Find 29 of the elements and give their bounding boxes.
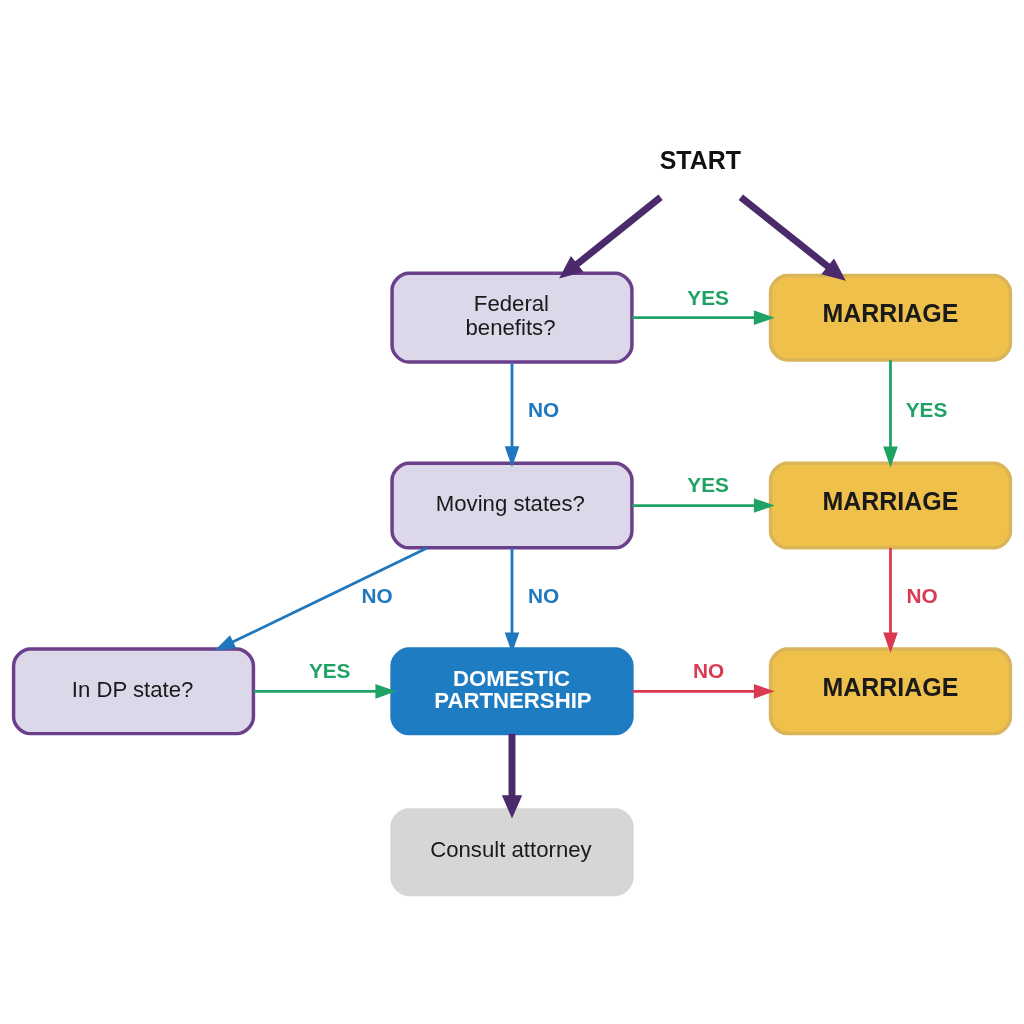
arrow: [883, 359, 898, 467]
node-text: START: [659, 145, 741, 174]
arrow: [253, 683, 397, 699]
arrow: [883, 547, 898, 653]
edge-label: YES: [308, 658, 351, 682]
edge-label: NO: [527, 397, 560, 421]
edge-label: YES: [687, 472, 729, 496]
arrow: [738, 194, 846, 281]
arrow: [214, 546, 428, 651]
node-box: MARRIAGE: [768, 646, 1013, 735]
arrow: [632, 309, 775, 325]
edge-label: YES: [905, 397, 948, 421]
arrow: [632, 497, 775, 513]
arrow: [559, 194, 663, 279]
node-box: MARRIAGE: [768, 461, 1013, 550]
node-box: Consult attorney: [390, 807, 634, 896]
edge-label: NO: [361, 583, 393, 607]
node-box: DOMESTIC PARTNERSHIP: [390, 646, 634, 735]
arrow: [501, 733, 523, 818]
edge-label: YES: [687, 285, 729, 309]
edge-label: NO: [527, 583, 560, 607]
node-box: MARRIAGE: [768, 273, 1013, 362]
node-box: In DP state?: [11, 646, 256, 735]
edge-label: NO: [906, 583, 938, 607]
arrow: [504, 362, 520, 467]
edge-label: NO: [692, 658, 725, 682]
node-box: Federal benefits?: [390, 271, 634, 364]
node-box: Moving states?: [390, 461, 634, 550]
arrow: [632, 683, 775, 699]
